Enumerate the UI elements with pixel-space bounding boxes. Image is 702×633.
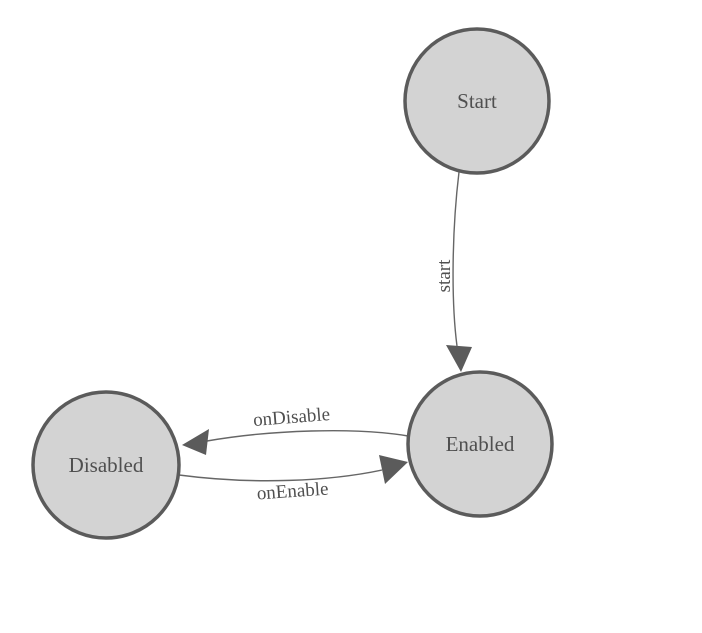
state-circle-start [403, 27, 551, 175]
transition-start-to-enabled: start [434, 171, 472, 372]
state-node-start: Start [403, 27, 551, 175]
edge-label-start: start [434, 259, 455, 292]
transition-enabled-to-disabled: onDisable [182, 404, 409, 455]
arrowhead-icon [182, 429, 209, 455]
edge-line-start [452, 171, 460, 347]
state-label-disabled: Disabled [69, 453, 144, 477]
edge-line-onenable [178, 469, 383, 482]
state-node-enabled: Enabled [406, 370, 554, 518]
state-node-disabled: Disabled [31, 390, 181, 540]
arrowhead-icon [379, 455, 408, 484]
edge-line-ondisable [206, 430, 409, 442]
edge-label-onenable: onEnable [256, 479, 329, 505]
transition-disabled-to-enabled: onEnable [178, 455, 408, 505]
state-circle-disabled [31, 390, 181, 540]
arrowhead-icon [446, 345, 472, 372]
state-label-enabled: Enabled [446, 432, 515, 456]
edge-label-ondisable: onDisable [252, 404, 330, 431]
state-label-start: Start [457, 89, 497, 113]
state-circle-enabled [406, 370, 554, 518]
